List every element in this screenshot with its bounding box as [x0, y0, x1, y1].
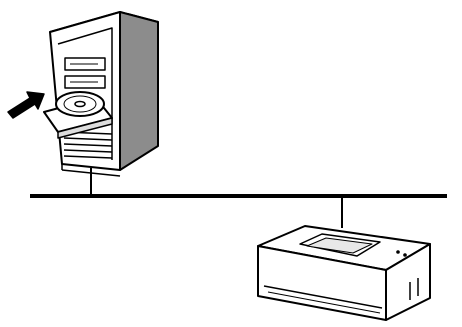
- laser-printer-icon: [258, 226, 430, 320]
- insert-arrow-icon: [8, 92, 44, 118]
